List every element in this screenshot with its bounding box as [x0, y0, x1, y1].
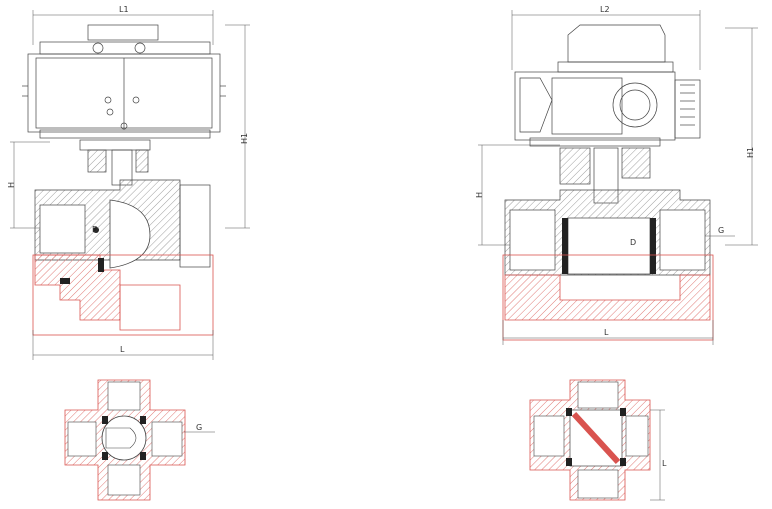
label-h1-left: H1 [240, 133, 249, 144]
label-h-right: H [475, 192, 484, 198]
dimension-h1-left: H1 [225, 24, 250, 229]
valve-body-red-right [502, 254, 714, 341]
label-l-right: L [604, 328, 609, 337]
dimension-h1-right: H1 [725, 27, 758, 246]
dimension-l-right: L [502, 320, 714, 345]
label-l-bottom-right: L [662, 459, 667, 468]
right-valve-assembly: L2 H1 [475, 5, 758, 345]
valve-body-gray: D [34, 179, 211, 269]
stem-bracket [79, 139, 151, 186]
dimension-l-left: L [32, 330, 214, 360]
pneumatic-actuator-icon [22, 24, 226, 139]
electric-actuator-icon [514, 24, 701, 147]
label-l2: L2 [600, 5, 610, 14]
label-g-right: G [718, 226, 724, 235]
stem-bracket-right [559, 147, 651, 204]
cross-section-three-way: L [529, 379, 667, 501]
label-g-bottom: G [196, 423, 202, 432]
label-h-left: H [7, 182, 16, 188]
label-d-left: D [92, 225, 98, 234]
dimension-l2: L2 [511, 5, 701, 70]
label-d-right: D [630, 238, 636, 247]
valve-body-red [32, 254, 214, 336]
left-valve-assembly: L1 H1 [7, 5, 250, 360]
label-l-left: L [120, 345, 125, 354]
valve-body-gray-right: D G [504, 189, 735, 276]
label-h1-right: H1 [746, 147, 755, 158]
dimension-l1: L1 [32, 5, 214, 45]
label-l1: L1 [119, 5, 129, 14]
cross-section-four-way: G [64, 379, 215, 501]
